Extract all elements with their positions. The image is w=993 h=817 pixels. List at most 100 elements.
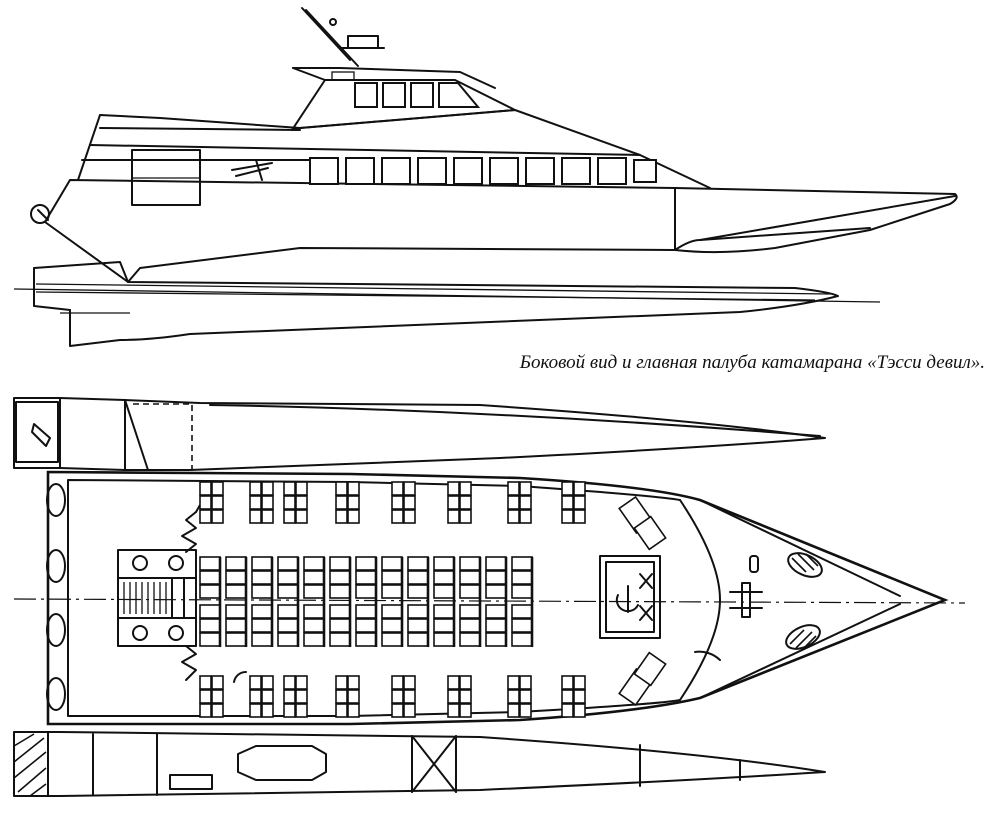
seat [433, 604, 455, 619]
seat [485, 618, 507, 633]
seat [249, 675, 262, 690]
seat [403, 689, 416, 704]
seat [391, 703, 404, 718]
seat [303, 556, 325, 571]
seat [355, 570, 377, 585]
seat [459, 509, 472, 524]
seat [211, 703, 224, 718]
seat [573, 675, 586, 690]
seat [261, 509, 274, 524]
side-window [453, 157, 483, 185]
seat [283, 675, 296, 690]
side-window [561, 157, 591, 185]
centerline [13, 598, 966, 604]
seat [225, 632, 247, 647]
seat [335, 689, 348, 704]
center-seating [199, 556, 534, 647]
forward-sofas [618, 495, 667, 707]
seat [485, 604, 507, 619]
seat [403, 509, 416, 524]
seat [573, 703, 586, 718]
side-window [489, 157, 519, 185]
seat [199, 604, 221, 619]
seat [225, 556, 247, 571]
porthole [46, 677, 66, 711]
seat [391, 689, 404, 704]
seat [561, 481, 574, 496]
bottom-wing-seating [199, 675, 586, 718]
seat [459, 689, 472, 704]
seat [329, 632, 351, 647]
seat [507, 689, 520, 704]
seat [433, 584, 455, 599]
seat [407, 604, 429, 619]
seat [335, 509, 348, 524]
seat [199, 618, 221, 633]
seat [251, 618, 273, 633]
seat [249, 495, 262, 510]
seat [199, 556, 221, 571]
seat [407, 570, 429, 585]
seat [249, 481, 262, 496]
seat [347, 509, 360, 524]
plan-view [13, 397, 966, 797]
toilet [168, 625, 184, 641]
seat [573, 481, 586, 496]
seat [199, 675, 212, 690]
seat [459, 703, 472, 718]
seat [381, 604, 403, 619]
top-wing-seating [199, 481, 586, 524]
seat [347, 675, 360, 690]
seat [335, 675, 348, 690]
seat [277, 604, 299, 619]
seat [303, 604, 325, 619]
seat [335, 703, 348, 718]
seat [391, 675, 404, 690]
seat [225, 618, 247, 633]
seat [485, 570, 507, 585]
stern-portholes [46, 483, 66, 711]
upper-hull [13, 397, 826, 471]
seat [303, 570, 325, 585]
bow-hatch-top [787, 552, 823, 578]
seat [485, 632, 507, 647]
wheelhouse-window [382, 82, 406, 108]
seat [447, 509, 460, 524]
seat [277, 584, 299, 599]
seat [329, 604, 351, 619]
seat [225, 570, 247, 585]
seat [199, 509, 212, 524]
seat [277, 556, 299, 571]
seat [511, 570, 533, 585]
bow-hatches [785, 552, 823, 650]
seat [511, 604, 533, 619]
side-window [309, 157, 339, 185]
seat [283, 495, 296, 510]
seat [507, 481, 520, 496]
seat [507, 495, 520, 510]
seat [199, 570, 221, 585]
seat [303, 632, 325, 647]
seat [225, 604, 247, 619]
waterline [13, 288, 881, 303]
seat [459, 481, 472, 496]
seat [561, 689, 574, 704]
seat [447, 495, 460, 510]
seat [519, 689, 532, 704]
seat [261, 481, 274, 496]
seat [211, 509, 224, 524]
seat [261, 495, 274, 510]
seat [459, 495, 472, 510]
seat [433, 618, 455, 633]
seat [251, 604, 273, 619]
seat [211, 675, 224, 690]
forward-console [599, 555, 661, 639]
seat [211, 495, 224, 510]
seat [277, 570, 299, 585]
seat [355, 584, 377, 599]
seat [407, 632, 429, 647]
seat [459, 618, 481, 633]
toilet [168, 555, 184, 571]
stern-light [30, 204, 50, 224]
sofa [633, 515, 667, 551]
